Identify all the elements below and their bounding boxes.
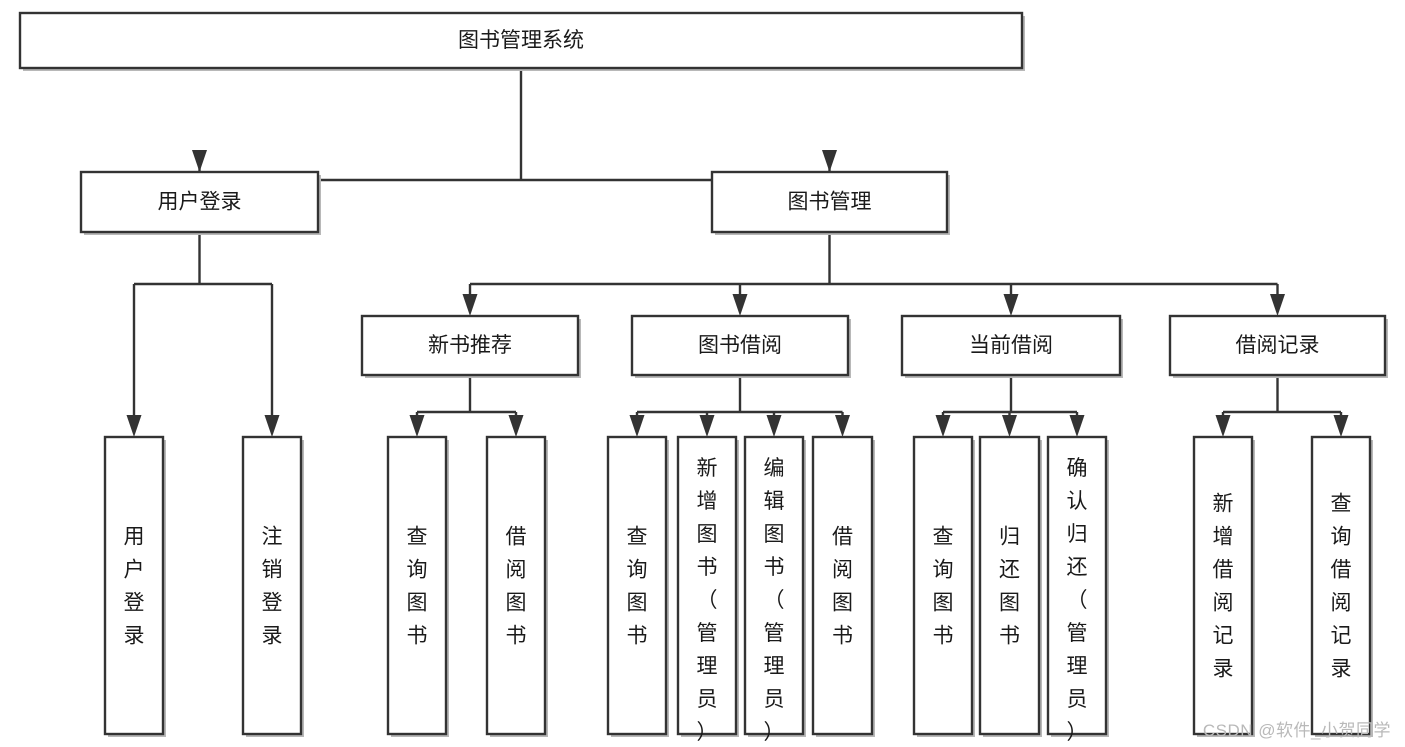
node-leaf-query-book-2[interactable]: 查询图书 <box>606 435 669 737</box>
node-borrow-record[interactable]: 借阅记录 <box>1168 314 1388 378</box>
node-box[interactable] <box>1046 435 1108 736</box>
node-box[interactable] <box>710 170 949 234</box>
node-label: 新增图书（管理员） <box>697 457 718 744</box>
node-box[interactable] <box>1168 314 1387 377</box>
node-label: 用户登录 <box>158 191 242 214</box>
node-box[interactable] <box>811 435 874 736</box>
node-box[interactable] <box>1310 435 1372 736</box>
node-label: 借阅图书 <box>506 525 527 647</box>
connector-group-book-manage <box>462 232 1285 316</box>
connector-group-borrow-record <box>1215 375 1349 437</box>
connector-group-new-book-rec <box>409 375 524 437</box>
node-label: 确认归还（管理员） <box>1067 457 1088 744</box>
node-box[interactable] <box>79 170 320 234</box>
node-box[interactable] <box>241 435 303 736</box>
node-leaf-query-record[interactable]: 查询借阅记录 <box>1310 435 1373 737</box>
node-box[interactable] <box>912 435 974 736</box>
node-box[interactable] <box>676 435 738 736</box>
node-layer: 图书管理系统用户登录图书管理新书推荐图书借阅当前借阅借阅记录用户登录注销登录查询… <box>18 11 1388 744</box>
connector-group-book-borrow <box>629 375 850 437</box>
node-leaf-query-book-1[interactable]: 查询图书 <box>386 435 449 737</box>
node-label: 新书推荐 <box>428 334 512 357</box>
node-label: 图书管理系统 <box>458 29 584 52</box>
node-box[interactable] <box>900 314 1122 377</box>
node-label: 查询借阅记录 <box>1331 492 1352 680</box>
node-leaf-add-record[interactable]: 新增借阅记录 <box>1192 435 1255 737</box>
node-label: 用户登录 <box>124 525 145 647</box>
node-leaf-confirm-return[interactable]: 确认归还（管理员） <box>1046 435 1109 744</box>
connector-group-current-borrow <box>935 375 1085 437</box>
node-label: 查询图书 <box>627 525 648 647</box>
node-label: 查询图书 <box>933 525 954 647</box>
node-new-book-rec[interactable]: 新书推荐 <box>360 314 581 378</box>
node-book-borrow[interactable]: 图书借阅 <box>630 314 851 378</box>
node-box[interactable] <box>743 435 805 736</box>
connector-group-user-login <box>126 232 280 437</box>
node-user-login[interactable]: 用户登录 <box>79 170 321 235</box>
node-box[interactable] <box>1192 435 1254 736</box>
node-box[interactable] <box>978 435 1041 736</box>
node-current-borrow[interactable]: 当前借阅 <box>900 314 1123 378</box>
node-leaf-user-logout[interactable]: 注销登录 <box>241 435 304 737</box>
node-leaf-query-book-3[interactable]: 查询图书 <box>912 435 975 737</box>
node-root[interactable]: 图书管理系统 <box>18 11 1025 71</box>
node-label: 借阅图书 <box>832 525 853 647</box>
node-leaf-borrow-book-2[interactable]: 借阅图书 <box>811 435 875 737</box>
node-box[interactable] <box>18 11 1024 70</box>
node-leaf-edit-book[interactable]: 编辑图书（管理员） <box>743 435 806 744</box>
connector-layer <box>126 68 1349 437</box>
node-box[interactable] <box>485 435 547 736</box>
node-box[interactable] <box>103 435 165 736</box>
node-label: 归还图书 <box>999 525 1020 647</box>
node-leaf-add-book[interactable]: 新增图书（管理员） <box>676 435 739 744</box>
node-label: 新增借阅记录 <box>1213 492 1234 680</box>
node-label: 当前借阅 <box>969 334 1053 357</box>
node-leaf-user-login[interactable]: 用户登录 <box>103 435 166 737</box>
node-box[interactable] <box>606 435 668 736</box>
node-box[interactable] <box>386 435 448 736</box>
node-leaf-borrow-book-1[interactable]: 借阅图书 <box>485 435 548 737</box>
node-book-manage[interactable]: 图书管理 <box>710 170 950 235</box>
node-label: 借阅记录 <box>1236 334 1320 357</box>
node-leaf-return-book[interactable]: 归还图书 <box>978 435 1042 737</box>
node-box[interactable] <box>630 314 850 377</box>
node-label: 图书借阅 <box>698 334 782 357</box>
node-label: 图书管理 <box>788 191 872 214</box>
node-label: 注销登录 <box>262 525 283 647</box>
node-label: 编辑图书（管理员） <box>764 457 785 744</box>
connector-group-root <box>192 68 837 182</box>
node-box[interactable] <box>360 314 580 377</box>
node-label: 查询图书 <box>407 525 428 647</box>
